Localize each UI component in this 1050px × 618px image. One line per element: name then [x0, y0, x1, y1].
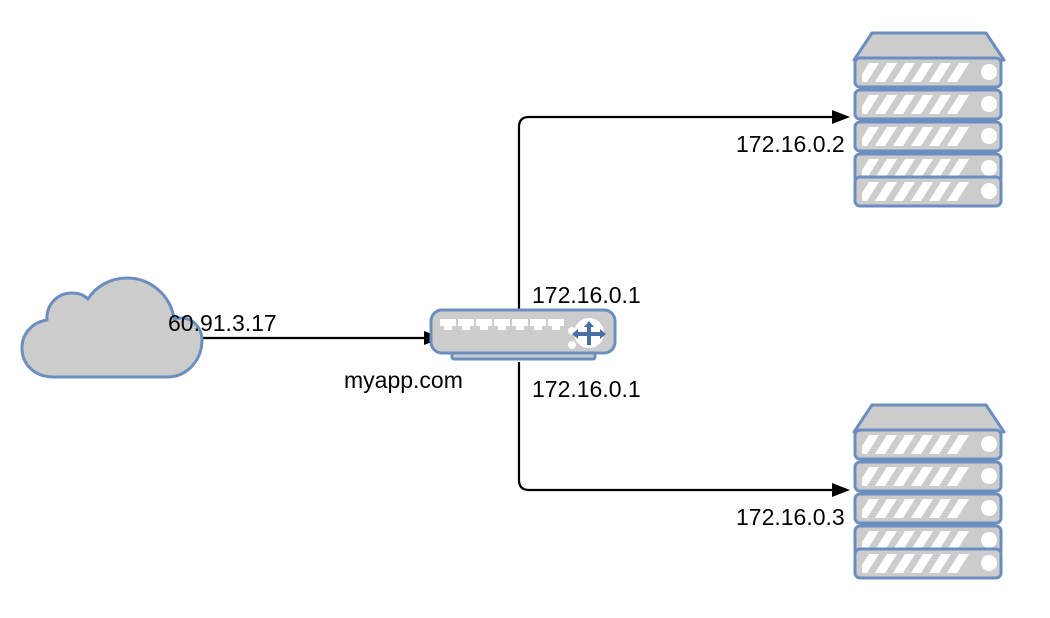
node-server-bottom[interactable]	[852, 403, 1006, 580]
server-unit	[853, 428, 1003, 461]
cloud-icon	[20, 276, 204, 379]
arrow-head-lb-server-bottom	[832, 483, 850, 497]
edge-load-balancer-to-server-bottom	[517, 362, 850, 497]
edge-line-lb-server-bottom	[517, 362, 832, 492]
server-rack-icon	[852, 403, 1006, 580]
label-lb-lan-ip-lower: 172.16.0.1	[532, 376, 641, 402]
arrow-head-lb-server-top	[832, 110, 850, 124]
label-server-bottom-ip: 172.16.0.3	[736, 504, 845, 530]
server-unit	[853, 547, 1003, 580]
server-unit	[853, 175, 1003, 208]
label-server-top-ip: 172.16.0.2	[736, 131, 845, 157]
edge-load-balancer-to-server-top	[517, 110, 850, 312]
label-lb-lan-ip-upper: 172.16.0.1	[532, 282, 641, 308]
node-load-balancer[interactable]	[429, 308, 617, 361]
node-server-top[interactable]	[852, 31, 1006, 208]
edge-line-lb-server-top	[517, 115, 832, 312]
server-unit	[853, 492, 1003, 525]
server-unit	[853, 460, 1003, 493]
label-load-balancer-hostname: myapp.com	[344, 367, 463, 393]
network-hub-icon	[572, 318, 606, 348]
server-unit	[853, 120, 1003, 153]
label-wan-ip: 60.91.3.17	[168, 310, 277, 336]
switch-port-row	[440, 319, 564, 330]
server-unit	[853, 56, 1003, 89]
server-rack-icon	[852, 31, 1006, 208]
node-internet-cloud[interactable]	[20, 276, 204, 379]
server-unit	[853, 88, 1003, 121]
switch-led-lower	[568, 341, 576, 349]
